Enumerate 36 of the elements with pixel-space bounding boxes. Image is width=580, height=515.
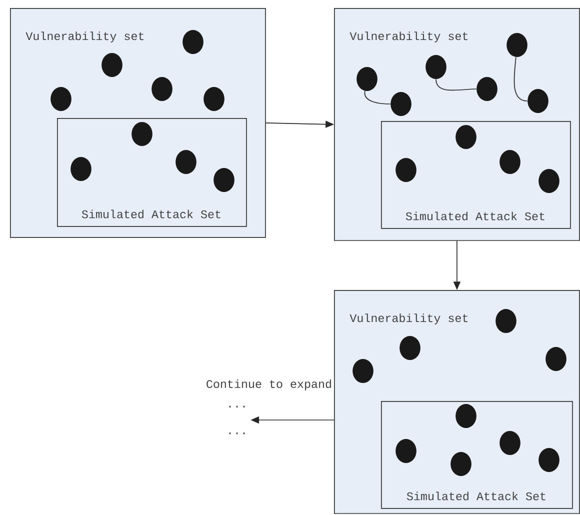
dot: [204, 87, 224, 111]
ellipsis-text: ... ...: [229, 406, 245, 434]
dot: [50, 87, 72, 111]
dot: [396, 439, 416, 463]
attack-set-box: Simulated Attack Set: [57, 118, 247, 227]
dot: [500, 150, 520, 174]
dot: [476, 77, 498, 101]
dot: [496, 309, 516, 333]
caption-text: Continue to expand: [206, 379, 331, 390]
dot: [546, 347, 566, 371]
dot: [528, 89, 548, 113]
curve-line: [436, 78, 477, 91]
dot: [352, 359, 374, 383]
dot: [356, 67, 378, 91]
dot: [506, 33, 528, 57]
dot: [182, 30, 204, 54]
dot: [132, 122, 152, 146]
attack-set-box: Simulated Attack Set: [381, 401, 573, 509]
dot: [214, 168, 234, 192]
dot: [400, 336, 420, 360]
curve-line: [364, 90, 391, 104]
dot: [450, 452, 472, 476]
dot: [70, 157, 92, 181]
dot: [102, 53, 122, 77]
dot: [456, 125, 476, 149]
dot: [176, 150, 196, 174]
dot: [396, 158, 416, 182]
dot: [538, 448, 560, 472]
dot: [152, 77, 172, 101]
dot: [456, 404, 476, 428]
attack-set-box: Simulated Attack Set: [381, 121, 571, 229]
dot: [538, 169, 560, 193]
dot: [500, 431, 520, 455]
dot: [426, 55, 446, 79]
curve-line: [514, 56, 528, 102]
dot: [390, 92, 412, 116]
